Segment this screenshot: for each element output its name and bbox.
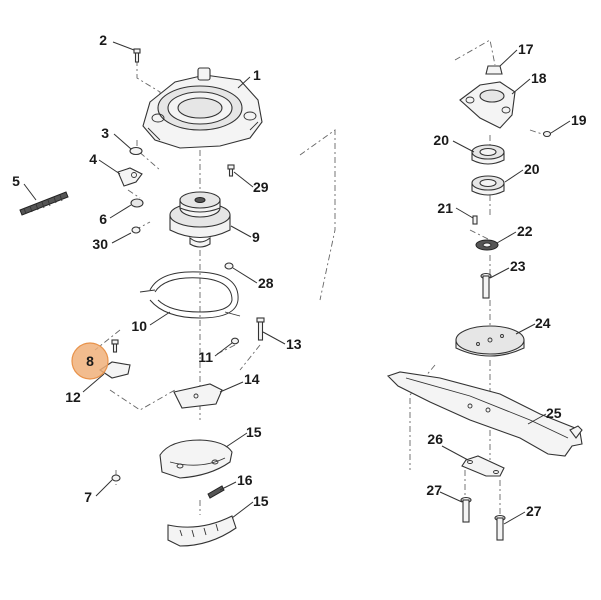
part-bracket-14 (173, 383, 223, 409)
part-spacer-26 (461, 455, 505, 477)
part-housing-1 (142, 67, 263, 149)
callout-19[interactable]: 19 (571, 112, 587, 128)
callout-20-lower[interactable]: 20 (524, 161, 540, 177)
part-screw-19 (542, 130, 552, 138)
callout-15-lower[interactable]: 15 (253, 493, 269, 509)
callout-22[interactable]: 22 (517, 223, 533, 239)
part-bolt-27-right (494, 514, 506, 541)
callout-27-left[interactable]: 27 (426, 482, 442, 498)
part-pin-16 (207, 485, 225, 499)
part-screw-11 (230, 337, 240, 345)
callout-10[interactable]: 10 (131, 318, 147, 334)
callout-27-right[interactable]: 27 (526, 503, 542, 519)
callout-12[interactable]: 12 (65, 389, 81, 405)
callout-21[interactable]: 21 (437, 200, 453, 216)
part-spring-5 (19, 191, 69, 216)
callout-1[interactable]: 1 (253, 67, 261, 83)
callout-labels: 2 1 3 4 5 6 30 29 9 28 10 11 13 8 12 14 … (12, 32, 587, 519)
callout-5[interactable]: 5 (12, 173, 20, 189)
callout-16[interactable]: 16 (237, 472, 253, 488)
callout-15-upper[interactable]: 15 (246, 424, 262, 440)
part-clamp-ring-10 (139, 271, 241, 319)
callout-8[interactable]: 8 (86, 353, 94, 369)
callout-14[interactable]: 14 (244, 371, 260, 387)
part-cover-18 (459, 81, 516, 129)
part-bolt-23 (480, 272, 492, 299)
part-washer-3 (129, 146, 143, 156)
part-bearing-20-upper (471, 144, 505, 165)
part-shoe-15-upper (159, 439, 233, 479)
part-blade-25 (386, 371, 583, 457)
callout-26[interactable]: 26 (427, 431, 443, 447)
callout-24[interactable]: 24 (535, 315, 551, 331)
part-nut-17 (485, 65, 503, 75)
assembly-lines (94, 39, 546, 515)
highlight-marker[interactable] (71, 342, 109, 380)
part-screw-28 (224, 262, 234, 270)
callout-3[interactable]: 3 (101, 125, 109, 141)
part-washer-6 (130, 198, 144, 208)
part-nut-7 (111, 474, 121, 482)
callout-18[interactable]: 18 (531, 70, 547, 86)
part-lever-4 (117, 167, 143, 187)
part-plate-24 (455, 325, 525, 357)
callout-2[interactable]: 2 (99, 32, 107, 48)
callout-9[interactable]: 9 (252, 229, 260, 245)
callout-28[interactable]: 28 (258, 275, 274, 291)
part-screw-21 (472, 215, 478, 225)
part-bolt-27-left (460, 496, 472, 523)
callout-29[interactable]: 29 (253, 179, 269, 195)
callout-11[interactable]: 11 (198, 349, 213, 365)
part-screw-29 (227, 164, 235, 177)
callout-30[interactable]: 30 (92, 236, 108, 252)
part-shoe-15-lower (167, 515, 237, 547)
callout-4[interactable]: 4 (89, 151, 97, 167)
callout-13[interactable]: 13 (286, 336, 302, 352)
callout-25[interactable]: 25 (546, 405, 562, 421)
part-screw-30 (131, 226, 141, 234)
part-washer-22 (475, 239, 499, 251)
callout-17[interactable]: 17 (518, 41, 534, 57)
part-screw-2 (133, 48, 141, 63)
callout-6[interactable]: 6 (99, 211, 107, 227)
leader-lines (23, 41, 571, 525)
callout-20-upper[interactable]: 20 (433, 132, 449, 148)
part-screw-8 (111, 339, 119, 353)
part-hub-9 (169, 191, 231, 248)
part-bolt-13 (256, 317, 265, 341)
callout-23[interactable]: 23 (510, 258, 526, 274)
callout-7[interactable]: 7 (84, 489, 92, 505)
part-bearing-20-lower (471, 175, 505, 196)
